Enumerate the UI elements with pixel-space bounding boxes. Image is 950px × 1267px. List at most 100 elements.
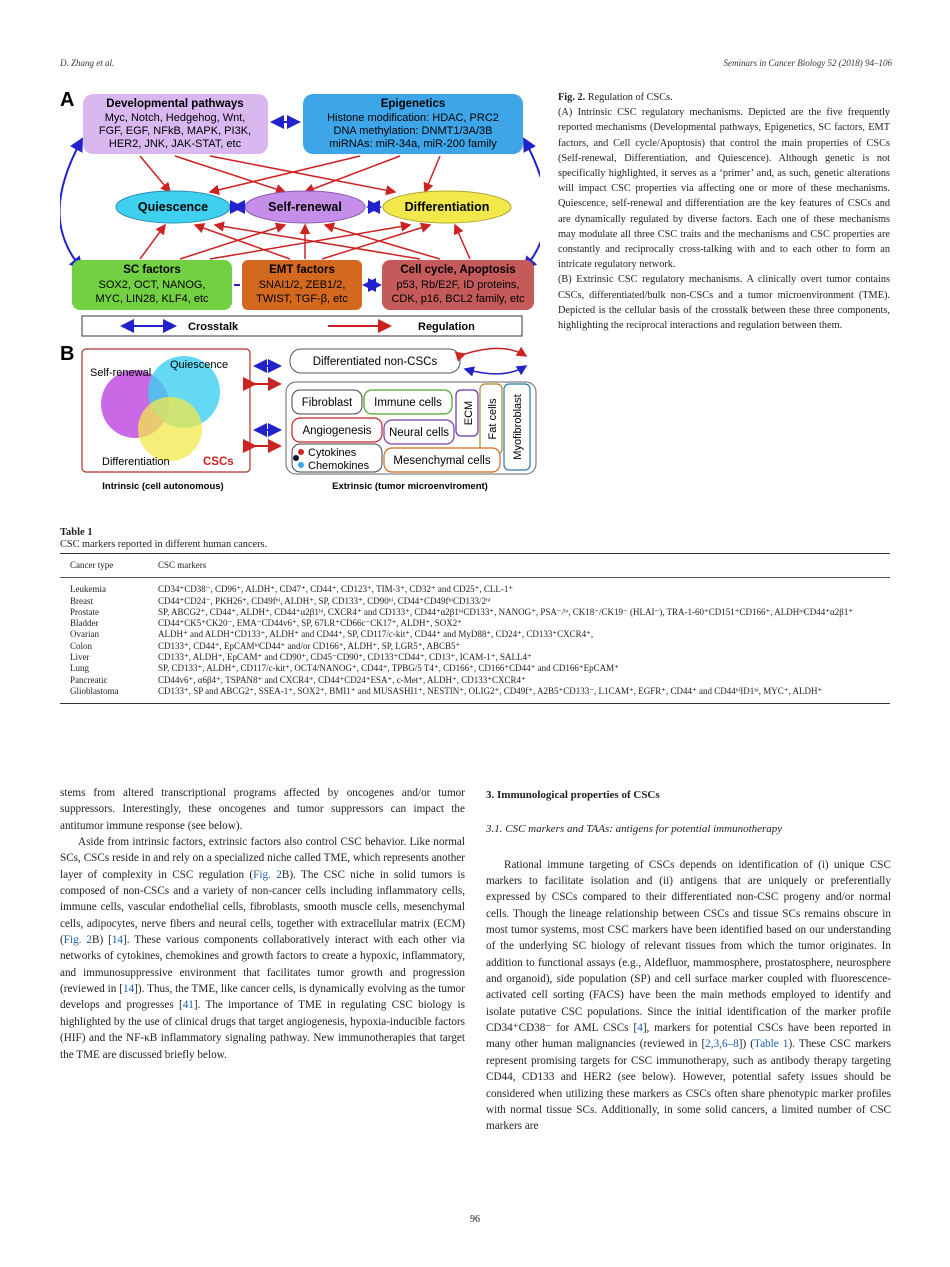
- epigenetics-line-2: DNA methylation: DNMT1/3A/3B: [334, 125, 493, 137]
- venn-quiescence-label: Quiescence: [170, 359, 228, 371]
- cancer-type-cell: Leukemia: [70, 584, 106, 595]
- fibroblast-box: [291, 389, 363, 415]
- markers-cell: CD44⁺CD24⁻, PKH26⁺, CD49fʰⁱ, ALDH⁺, SP, …: [158, 595, 491, 606]
- cancer-type-cell: Liver: [70, 652, 90, 663]
- text-run: ]) (: [738, 1038, 755, 1051]
- myofibroblast-label: Myofibroblast: [512, 394, 524, 459]
- epigenetics-box: [303, 94, 523, 154]
- cell-cycle-line-1: p53, Rb/E2F, ID proteins,: [397, 279, 520, 291]
- left-paragraph-1: stems from altered transcriptional progr…: [60, 787, 465, 832]
- table-row: Leukemia CD34⁺CD38⁻, CD96⁺, ALDH⁺, CD47⁺,…: [60, 578, 890, 596]
- table-caption: CSC markers reported in different human …: [60, 539, 268, 550]
- ecm-box: [455, 389, 479, 437]
- legend-box: [81, 315, 523, 337]
- quiescence-label: Quiescence: [138, 200, 208, 214]
- ref-link-4[interactable]: 4: [637, 1022, 643, 1035]
- chemokines-label: Chemokines: [308, 460, 370, 472]
- neural-cells-box: [383, 419, 455, 445]
- self-renewal-ellipse: [244, 190, 366, 224]
- cancer-type-cell: Glioblastoma: [70, 685, 119, 696]
- regulation-arrows-top: [139, 155, 441, 196]
- text-run: Aside from intrinsic factors, extrinsic …: [60, 836, 465, 881]
- caption-para-a: (A) Intrinsic CSC regulatory mechanisms.…: [558, 107, 890, 271]
- differentiation-ellipse: [382, 190, 512, 224]
- cancer-type-cell: Lung: [70, 663, 89, 674]
- cscs-label: CSCs: [203, 456, 234, 468]
- panel-a-label: A: [60, 89, 74, 111]
- ref-link-fig2[interactable]: Fig. 2: [63, 934, 92, 947]
- chemokines-dot: [298, 462, 304, 468]
- table-header-csc-markers: CSC markers: [158, 560, 207, 570]
- intrinsic-label: Intrinsic (cell autonomous): [102, 481, 223, 492]
- cell-cycle-line-2: CDK, p16, BCL2 family, etc: [391, 293, 525, 305]
- developmental-line-3: HER2, JNK, JAK-STAT, etc: [109, 138, 242, 150]
- panel-b-label: B: [60, 343, 74, 365]
- text-run: Rational immune targeting of CSCs depend…: [486, 858, 891, 1035]
- diff-non-cscs-label: Differentiated non-CSCs: [313, 356, 438, 368]
- markers-table: Cancer type CSC markers Leukemia CD34⁺CD3…: [60, 554, 890, 704]
- markers-cell: CD133⁺, CD44⁺, EpCAMʰⁱCD44⁺ and/or CD166…: [158, 640, 461, 651]
- markers-cell: CD44v6⁺, α6β4⁺, TSPAN8⁺ and CXCR4⁺, CD44…: [158, 674, 526, 685]
- ref-link-41[interactable]: 41: [182, 999, 194, 1012]
- epigenetics-line-3: miRNAs: miR-34a, miR-200 family: [329, 138, 497, 150]
- cytokines-dot: [298, 449, 304, 455]
- ref-link-table1[interactable]: Table 1: [754, 1038, 789, 1051]
- text-run: B). The CSC niche in solid tumors is com…: [60, 868, 465, 947]
- cell-cycle-box: [382, 260, 534, 310]
- extrinsic-label: Extrinsic (tumor microenviroment): [332, 481, 488, 492]
- ref-link-14[interactable]: 14: [111, 934, 124, 947]
- table-header-row: Cancer type CSC markers: [60, 554, 890, 578]
- markers-cell: ALDH⁺ and ALDH⁺CD133⁺, ALDH⁺ and CD44⁺, …: [158, 629, 594, 640]
- venn-differentiation-label: Differentiation: [102, 456, 170, 468]
- sc-factors-line-1: SOX2, OCT, NANOG,: [99, 279, 206, 291]
- caption-title-line: Fig. 2. Regulation of CSCs.: [558, 90, 890, 105]
- developmental-title: Developmental pathways: [106, 98, 243, 110]
- cancer-type-cell: Colon: [70, 640, 93, 651]
- differentiation-label: Differentiation: [405, 200, 490, 214]
- table-row: Pancreatic CD44v6⁺, α6β4⁺, TSPAN8⁺ and CX…: [60, 675, 890, 686]
- markers-cell: CD34⁺CD38⁻, CD96⁺, ALDH⁺, CD47⁺, CD44⁺, …: [158, 584, 514, 595]
- text-run: ], markers for potential CSCs have been …: [486, 1022, 891, 1051]
- crosstalk-curve-left: [60, 137, 84, 271]
- cancer-type-cell: Prostate: [70, 606, 99, 617]
- caption-title: Fig. 2.: [558, 92, 586, 103]
- fat-cells-label: Fat cells: [487, 398, 499, 439]
- text-run: ]. The importance of TME in regulating C…: [60, 999, 465, 1061]
- ref-link-fig2[interactable]: Fig. 2: [253, 868, 282, 881]
- text-run: ]. These various components collaborativ…: [60, 934, 466, 996]
- figure-2: A Developmental pathways Myc, Notch, Hed…: [60, 84, 540, 504]
- legend-regulation-label: Regulation: [418, 321, 475, 333]
- caption-title-rest: Regulation of CSCs.: [585, 92, 673, 103]
- ref-link-reviews[interactable]: 2,3,6–8: [705, 1038, 739, 1051]
- section-title: 3. Immunological properties of CSCs: [486, 789, 660, 801]
- ref-link-14[interactable]: 14: [122, 983, 135, 996]
- epigenetics-line-1: Histone modification: HDAC, PRC2: [327, 112, 499, 124]
- angiogenesis-label: Angiogenesis: [302, 425, 371, 437]
- venn-differentiation: [138, 397, 202, 461]
- angiogenesis-box: [291, 417, 383, 443]
- crosstalk-curve-b: [463, 365, 528, 377]
- cancer-type-cell: Pancreatic: [70, 674, 108, 685]
- right-paragraph-1: Rational immune targeting of CSCs depend…: [486, 857, 891, 1135]
- page-number: 96: [470, 1214, 480, 1225]
- cytokines-label: Cytokines: [308, 447, 357, 459]
- sc-factors-box: [72, 260, 232, 310]
- legend-crosstalk-label: Crosstalk: [188, 321, 239, 333]
- caption-para-b: (B) Extrinsic CSC regulatory mechanisms.…: [558, 274, 890, 332]
- sc-factors-title: SC factors: [123, 264, 181, 276]
- running-head-journal: Seminars in Cancer Biology 52 (2018) 94–…: [723, 58, 892, 68]
- right-column: 3. Immunological properties of CSCs 3.1.…: [486, 785, 891, 1135]
- mesenchymal-cells-label: Mesenchymal cells: [393, 455, 490, 467]
- table-1: Table 1 CSC markers reported in differen…: [60, 527, 890, 704]
- markers-cell: SP, CD133⁺, ALDH⁺, CD117/c-kit⁺, OCT4/NA…: [158, 663, 619, 674]
- emt-line-1: SNAI1/2, ZEB1/2,: [259, 279, 346, 291]
- text-run: ). These CSC markers represent promising…: [486, 1038, 891, 1133]
- mesenchymal-cells-box: [383, 447, 501, 473]
- markers-cell: CD44⁺CK5⁺CK20⁻, EMA⁻CD44v6⁺, SP, 67LR⁺CD…: [158, 618, 463, 629]
- emt-line-2: TWIST, TGF-β, etc: [256, 293, 348, 305]
